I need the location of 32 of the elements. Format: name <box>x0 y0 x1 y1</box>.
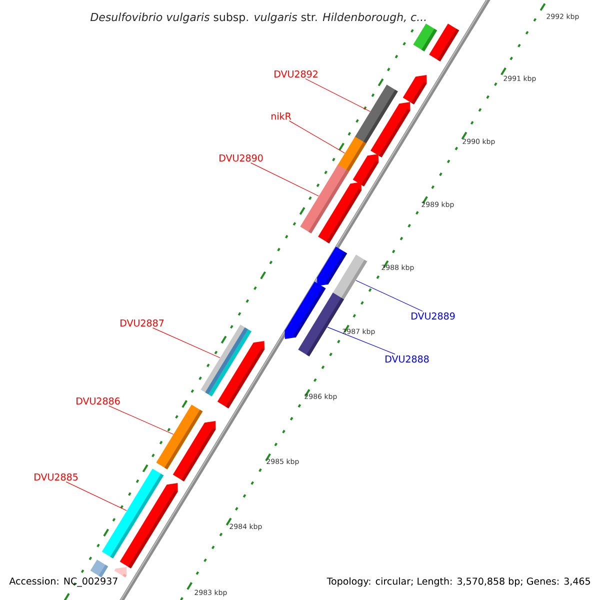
gene-label: DVU2890 <box>220 154 263 162</box>
gene-feature <box>172 421 216 482</box>
gene-feature <box>217 341 264 408</box>
leader-line <box>108 406 174 435</box>
gene-feature <box>429 24 460 62</box>
gene-label: nikR <box>271 112 292 120</box>
leader-line <box>305 78 370 112</box>
gene-label: DVU2885 <box>34 473 78 481</box>
gene-feature <box>402 75 427 104</box>
title: Desulfovibrio vulgaris subsp. vulgaris str. Hildenborough, c... <box>90 12 426 24</box>
gene-feature <box>298 292 344 356</box>
gene-label: DVU2886 <box>76 397 120 405</box>
leader-line <box>356 280 423 312</box>
accession-text: Accession: NC_002937 <box>9 577 118 587</box>
gene-feature <box>332 254 368 300</box>
leader-line <box>152 328 220 358</box>
gene-label: DVU2888 <box>386 355 429 363</box>
gene-feature <box>90 560 108 578</box>
leader-line <box>288 120 346 154</box>
leader-line <box>327 326 396 355</box>
gene-feature <box>114 567 127 578</box>
leader-line <box>66 482 127 511</box>
gene-feature <box>370 102 410 158</box>
gene-label: DVU2889 <box>412 312 455 320</box>
gene-feature <box>352 154 379 186</box>
gene-feature <box>120 483 178 568</box>
gene-feature <box>413 24 438 52</box>
gene-label: DVU2887 <box>120 319 164 327</box>
gene-feature <box>318 182 362 244</box>
gene-label: DVU2892 <box>274 70 318 78</box>
topology-text: Topology: circular; Length: 3,570,858 bp; Genes: 3,465 <box>326 577 590 587</box>
leader-line <box>250 162 319 196</box>
